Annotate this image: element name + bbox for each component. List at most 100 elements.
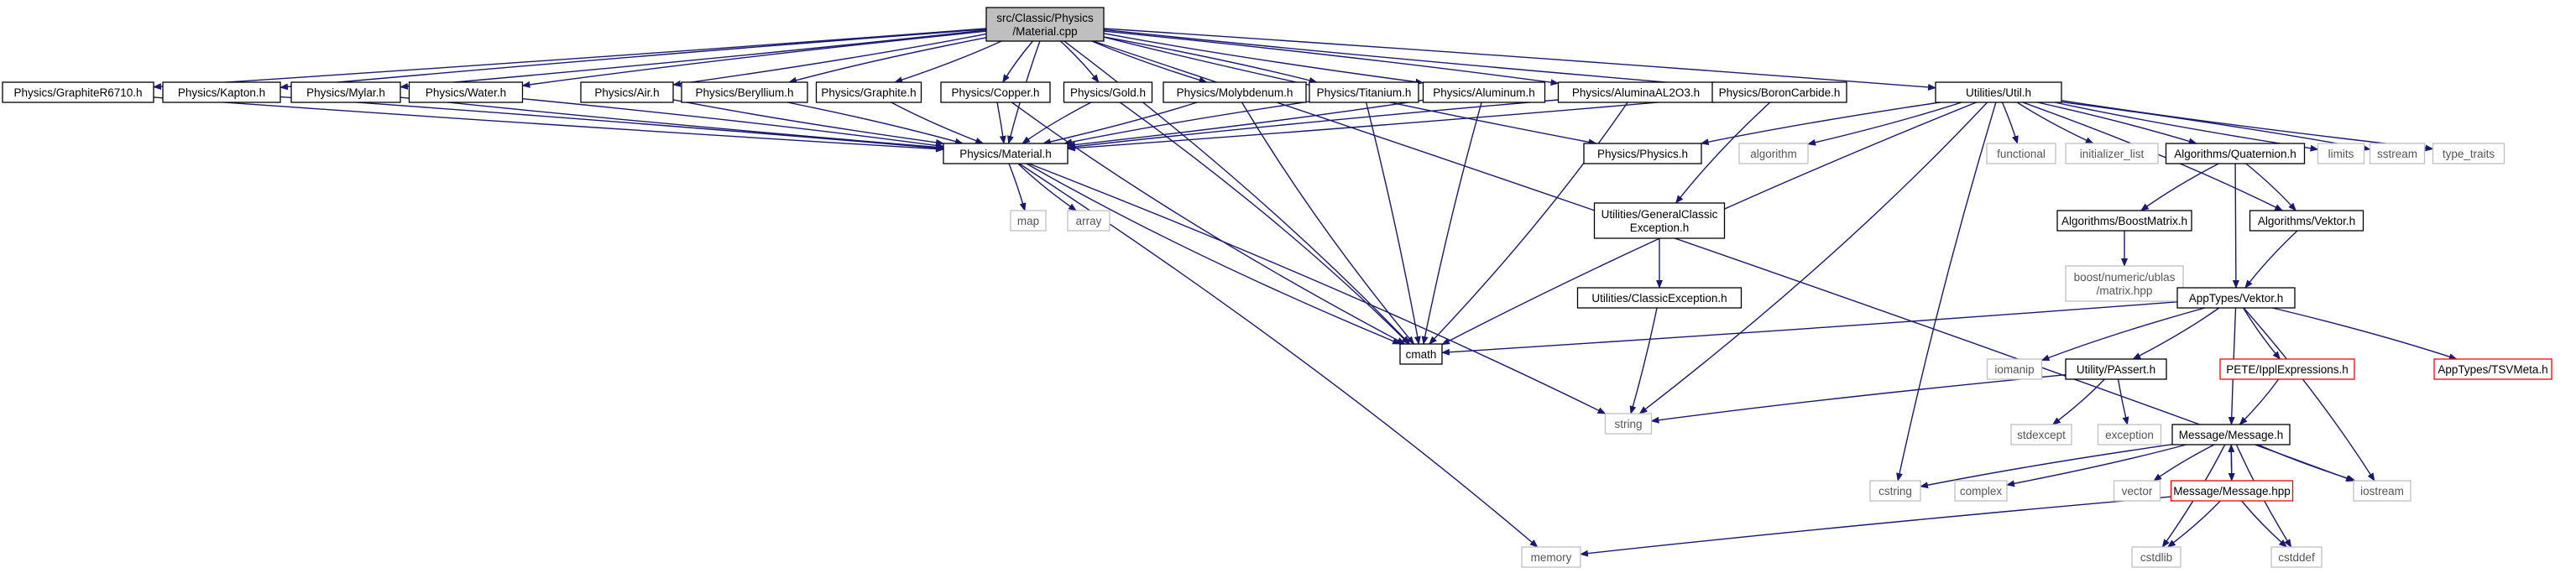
node-iostream[interactable]: iostream [2353,480,2411,502]
node-label-gce-line1: Utilities/GeneralClassic [1602,208,1718,221]
edge-util-to-initlist [2016,102,2094,144]
node-functional[interactable]: functional [1986,143,2056,164]
node-cstddef[interactable]: cstddef [2270,546,2323,568]
node-label-functional: functional [1997,148,2046,160]
node-cmath[interactable]: cmath [1399,343,1443,365]
node-pete[interactable]: PETE/IpplExpressions.h [2219,358,2355,380]
node-string[interactable]: string [1604,413,1653,435]
node-ce[interactable]: Utilities/ClassicException.h [1576,287,1743,309]
edge-messagehpp-to-cstdlib [2166,500,2221,548]
node-typetraits[interactable]: type_traits [2432,143,2505,164]
node-quat[interactable]: Algorithms/Quaternion.h [2165,143,2306,164]
edge-titanium-to-cmath [1365,102,1421,345]
node-tsvmeta[interactable]: AppTypes/TSVMeta.h [2433,358,2552,380]
node-array[interactable]: array [1067,210,1110,232]
node-box-passert [2065,358,2167,380]
node-root[interactable]: src/Classic/Physics/Material.cpp [985,7,1105,42]
node-box-mylar [290,81,401,103]
node-water[interactable]: Physics/Water.h [408,81,524,103]
node-copper[interactable]: Physics/Copper.h [940,81,1051,103]
node-boroncarbide[interactable]: Physics/BoronCarbide.h [1711,81,1847,103]
node-limits[interactable]: limits [2317,143,2365,164]
node-box-sstream [2369,143,2426,164]
edge-root-to-graphite [894,40,1002,83]
node-exception[interactable]: exception [2097,424,2162,445]
edge-molybdenum-to-material [1042,102,1198,145]
node-box-gce [1593,202,1726,239]
node-vector[interactable]: vector [2113,480,2161,502]
node-kapton[interactable]: Physics/Kapton.h [162,81,281,103]
node-cstring[interactable]: cstring [1869,480,1921,502]
node-box-water [408,81,524,103]
edge-util-to-limits [2054,102,2319,152]
node-label-iostream: iostream [2360,485,2404,497]
node-label-messagehpp: Message/Message.hpp [2173,485,2291,497]
node-box-beryllium [681,81,808,103]
nodes-layer: src/Classic/Physics/Material.cppPhysics/… [2,7,2552,568]
edge-graphiteR-to-material [153,96,944,153]
edge-util-to-quat [2037,102,2197,145]
node-complex[interactable]: complex [1954,480,2008,502]
node-memory[interactable]: memory [1521,546,1581,568]
node-box-material [943,143,1069,164]
edge-quat-to-boostm [2140,163,2219,211]
edge-root-to-mylar [400,29,987,90]
node-gold[interactable]: Physics/Gold.h [1063,81,1153,103]
node-util[interactable]: Utilities/Util.h [1935,81,2062,103]
node-box-typetraits [2432,143,2505,164]
node-label-physics: Physics/Physics.h [1597,148,1688,160]
node-titanium[interactable]: Physics/Titanium.h [1309,81,1419,103]
edge-ce-to-string [1629,307,1658,414]
node-box-exception [2097,424,2162,445]
node-initlist[interactable]: initializer_list [2065,143,2159,164]
node-boostm[interactable]: Algorithms/BoostMatrix.h [2056,210,2192,232]
node-appvektor[interactable]: AppTypes/Vektor.h [2176,287,2296,309]
node-iomanip[interactable]: iomanip [1986,358,2043,380]
node-physics[interactable]: Physics/Physics.h [1583,143,1702,164]
node-beryllium[interactable]: Physics/Beryllium.h [681,81,808,103]
node-molybdenum[interactable]: Physics/Molybdenum.h [1163,81,1307,103]
node-ublas[interactable]: boost/numeric/ublas/matrix.hpp [2065,265,2184,302]
node-box-initlist [2065,143,2159,164]
node-label-vector: vector [2122,485,2153,497]
node-algvektor[interactable]: Algorithms/Vektor.h [2249,210,2364,232]
node-messageh[interactable]: Message/Message.h [2171,424,2291,445]
node-messagehpp[interactable]: Message/Message.hpp [2170,480,2294,502]
node-label-quat: Algorithms/Quaternion.h [2174,148,2296,160]
node-mylar[interactable]: Physics/Mylar.h [290,81,401,103]
node-box-limits [2317,143,2365,164]
edge-util-to-algorithm [1807,102,1962,146]
edge-quat-to-algvektor [2245,163,2296,211]
edge-util-to-functional [2001,102,2019,144]
edge-root-to-molybdenum [1091,40,1208,84]
node-box-memory [1521,546,1581,568]
node-aluminum[interactable]: Physics/Aluminum.h [1422,81,1546,103]
node-box-pete [2219,358,2355,380]
node-box-messageh [2171,424,2291,445]
node-sstream[interactable]: sstream [2369,143,2426,164]
node-box-algorithm [1738,143,1809,164]
edge-air-to-material [672,99,944,146]
node-graphiteR[interactable]: Physics/GraphiteR6710.h [2,81,154,103]
node-label-exception: exception [2105,429,2154,441]
node-box-gold [1063,81,1153,103]
node-passert[interactable]: Utility/PAssert.h [2065,358,2167,380]
node-box-messagehpp [2170,480,2294,502]
node-label-memory: memory [1531,551,1572,564]
node-box-algvektor [2249,210,2364,232]
node-label-water: Physics/Water.h [426,86,506,99]
node-stdexcept[interactable]: stdexcept [2010,424,2072,445]
edge-passert-to-exception [2117,378,2129,425]
node-graphite[interactable]: Physics/Graphite.h [815,81,922,103]
node-cstdlib[interactable]: cstdlib [2131,546,2182,568]
edge-aluminum-to-cmath [1421,102,1482,345]
node-map[interactable]: map [1010,210,1047,232]
edge-alumina-to-material [1067,99,1559,150]
edge-material-to-array [1017,163,1077,211]
node-alumina[interactable]: Physics/AluminaAL2O3.h [1557,81,1715,103]
node-algorithm[interactable]: algorithm [1738,143,1809,164]
node-material[interactable]: Physics/Material.h [943,143,1069,164]
node-box-cmath [1399,343,1443,365]
node-air[interactable]: Physics/Air.h [580,81,674,103]
